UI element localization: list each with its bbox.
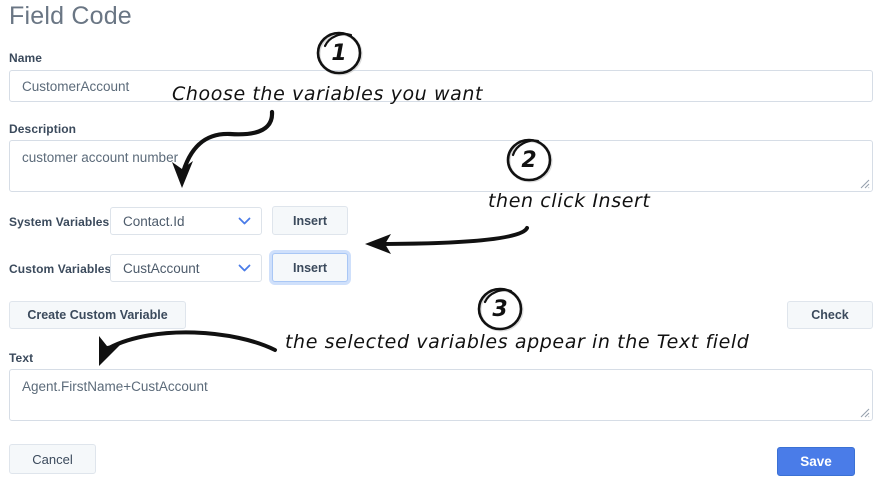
annotation-badge-3: 3 [476,286,524,332]
custom-variables-label: Custom Variables [9,262,112,276]
annotation-text-2: then click Insert [488,190,651,212]
custom-variables-select[interactable]: CustAccount [110,254,262,282]
custom-variables-insert-button[interactable]: Insert [272,253,348,282]
annotation-arrow-2 [365,226,529,254]
create-custom-variable-button[interactable]: Create Custom Variable [9,301,186,329]
text-textarea-value: Agent.FirstName+CustAccount [22,379,208,394]
annotation-text-1: Choose the variables you want [172,83,484,105]
annotation-badge-1: 1 [315,30,363,76]
check-button[interactable]: Check [787,301,873,329]
resize-grip-icon[interactable] [858,406,870,418]
text-label: Text [9,351,34,365]
description-textarea[interactable]: customer account number [9,140,873,192]
resize-grip-icon[interactable] [858,177,870,189]
annotation-text-3: the selected variables appear in the Tex… [285,331,750,353]
chevron-down-icon[interactable] [238,264,251,273]
system-variables-selected-value: Contact.Id [123,213,185,229]
chevron-down-icon[interactable] [238,217,251,226]
custom-variables-selected-value: CustAccount [123,260,200,276]
annotation-badge-2: 2 [505,137,553,183]
name-label: Name [9,51,43,65]
annotation-badge-3-number: 3 [492,296,508,322]
cancel-button[interactable]: Cancel [9,444,96,474]
annotation-badge-1-number: 1 [331,40,347,66]
text-textarea[interactable]: Agent.FirstName+CustAccount [9,369,873,421]
name-input[interactable]: CustomerAccount [9,70,873,102]
page-title: Field Code [9,2,132,30]
description-label: Description [9,122,77,136]
annotation-badge-2-number: 2 [521,147,537,173]
description-textarea-value: customer account number [22,150,179,165]
system-variables-select[interactable]: Contact.Id [110,207,262,235]
system-variables-insert-button[interactable]: Insert [272,206,348,235]
system-variables-label: System Variables [9,215,110,229]
save-button[interactable]: Save [777,447,855,476]
